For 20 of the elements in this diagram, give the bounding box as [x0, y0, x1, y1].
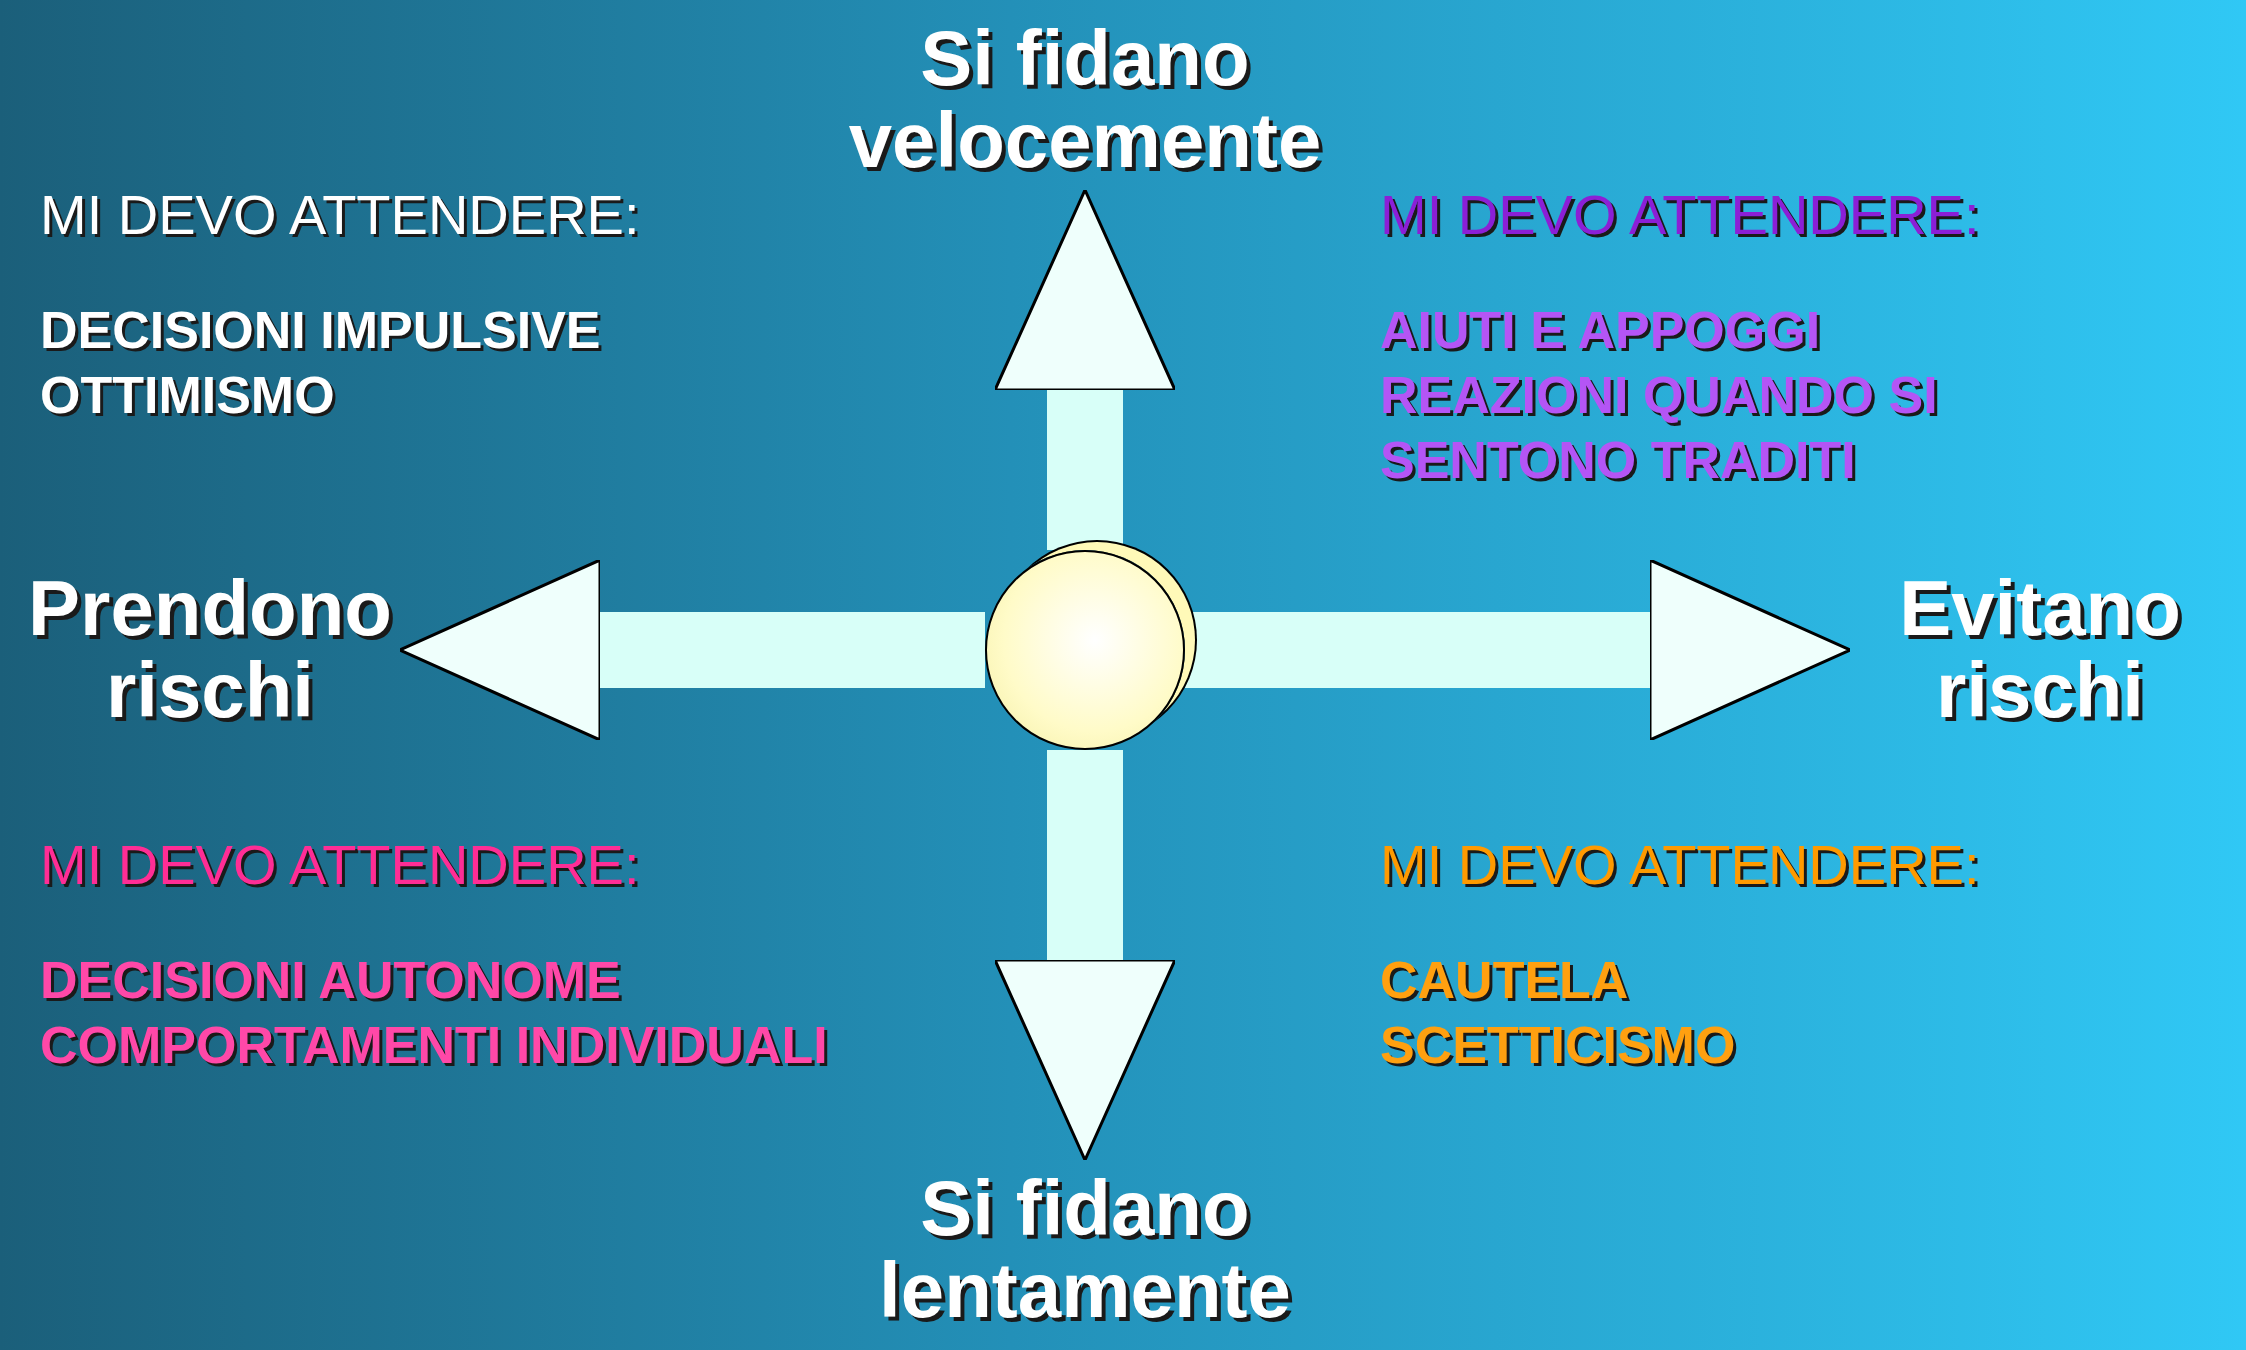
- axis-label: Evitano rischi: [1898, 568, 2182, 732]
- list-item: AIUTI E APPOGGI: [1380, 300, 1822, 361]
- arrow: [993, 188, 1177, 550]
- heading: MI DEVO ATTENDERE:: [1380, 182, 1981, 248]
- list-item: SCETTICISMO: [1380, 1015, 1737, 1076]
- heading: MI DEVO ATTENDERE:: [1380, 832, 1981, 898]
- list-item: COMPORTAMENTI INDIVIDUALI: [40, 1015, 829, 1076]
- arrow: [398, 558, 985, 742]
- arrow: [1185, 558, 1852, 742]
- arrow: [993, 750, 1177, 1162]
- axis-label: Prendono rischi: [27, 568, 393, 732]
- list-item: DECISIONI AUTONOME: [40, 950, 622, 1011]
- list-item: DECISIONI IMPULSIVE: [40, 300, 602, 361]
- axis-label: Si fidano velocemente: [847, 18, 1323, 182]
- list-item: CAUTELA: [1380, 950, 1630, 1011]
- heading: MI DEVO ATTENDERE:: [40, 832, 641, 898]
- heading: MI DEVO ATTENDERE:: [40, 182, 641, 248]
- axis-label: Si fidano lentamente: [878, 1168, 1292, 1332]
- list-item: REAZIONI QUANDO SI SENTONO TRADITI: [1380, 365, 1939, 491]
- list-item: OTTIMISMO: [40, 365, 336, 426]
